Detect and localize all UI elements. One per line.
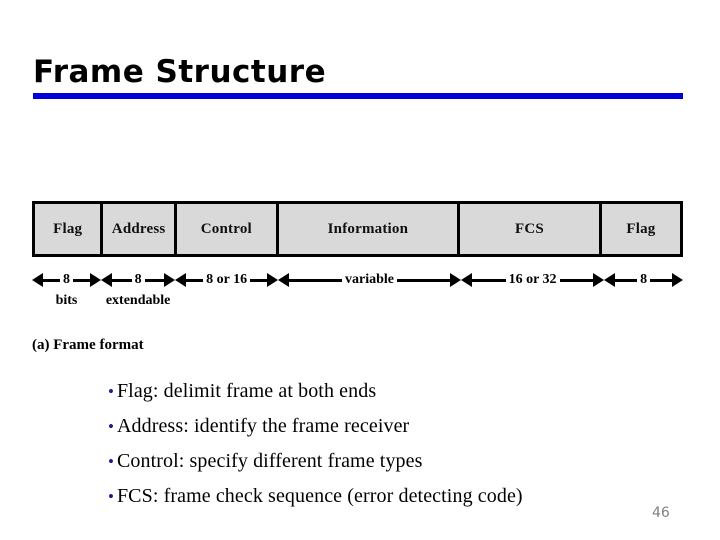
dimension-arrow-3: variable [278, 269, 461, 291]
frame-field-flag-5: Flag [601, 204, 680, 254]
arrow-head-left-icon [32, 273, 43, 287]
list-item: •Address: identify the frame receiver [108, 415, 668, 450]
dimension-note-2 [175, 293, 278, 313]
frame-dimension-notes: bits extendable [32, 293, 683, 313]
arrow-head-left-icon [175, 273, 187, 287]
frame-field-label: Information [327, 220, 409, 237]
frame-field-label: Address [111, 220, 166, 237]
bullet-marker-icon: • [108, 452, 114, 471]
arrow-head-left-icon [278, 273, 290, 287]
list-item: •Flag: delimit frame at both ends [108, 380, 668, 415]
arrow-head-right-icon [90, 273, 101, 287]
arrow-head-right-icon [593, 273, 605, 287]
dimension-note-5 [604, 293, 683, 313]
dimension-note-label: extendable [105, 293, 171, 308]
arrow-head-left-icon [101, 273, 112, 287]
dimension-label: 8 or 16 [203, 273, 251, 287]
dimension-note-1: extendable [101, 293, 175, 313]
dimension-note-0: bits [32, 293, 101, 313]
frame-field-information-3: Information [278, 204, 461, 254]
list-item-text: Address: identify the frame receiver [116, 415, 410, 437]
dimension-arrow-4: 16 or 32 [460, 269, 605, 291]
frame-field-label: Control [200, 220, 252, 237]
frame-field-label: Flag [626, 220, 656, 237]
arrow-head-left-icon [460, 273, 472, 287]
page-number: 46 [652, 505, 670, 521]
bullet-marker-icon: • [108, 382, 114, 401]
dimension-label: 8 [60, 273, 73, 287]
dimension-label: 8 [131, 273, 145, 287]
dimension-arrow-0: 8 [32, 269, 101, 291]
frame-dimension-arrows: 8 8 8 or 16 variable 16 or 32 8 [32, 269, 683, 291]
arrow-head-right-icon [164, 273, 176, 287]
arrow-head-right-icon [449, 273, 461, 287]
list-item-text: Flag: delimit frame at both ends [116, 380, 377, 402]
bullet-marker-icon: • [108, 417, 114, 436]
dimension-label: 8 [637, 273, 651, 287]
frame-field-control-2: Control [176, 204, 279, 254]
dimension-note-4 [461, 293, 604, 313]
page-title: Frame Structure [33, 54, 327, 90]
bullet-list: •Flag: delimit frame at both ends•Addres… [108, 380, 668, 520]
dimension-note-label: bits [55, 293, 78, 308]
dimension-arrow-2: 8 or 16 [175, 269, 279, 291]
list-item: •FCS: frame check sequence (error detect… [108, 485, 668, 520]
dimension-arrow-1: 8 [101, 269, 176, 291]
dimension-label: 16 or 32 [505, 273, 560, 287]
frame-field-label: FCS [514, 220, 544, 237]
frame-field-flag-0: Flag [35, 204, 104, 254]
frame-field-address-1: Address [103, 204, 177, 254]
dimension-arrow-5: 8 [604, 269, 683, 291]
arrow-head-right-icon [671, 273, 683, 287]
dimension-note-3 [278, 293, 461, 313]
dimension-label: variable [342, 273, 397, 287]
diagram-caption: (a) Frame format [32, 337, 144, 353]
arrow-head-right-icon [267, 273, 279, 287]
frame-field-fcs-4: FCS [460, 204, 602, 254]
title-underline-rule [33, 93, 683, 99]
arrow-head-left-icon [604, 273, 616, 287]
list-item-text: Control: specify different frame types [116, 450, 423, 472]
frame-field-label: Flag [53, 220, 83, 237]
frame-field-table: Flag Address Control Information FCS Flag [32, 201, 683, 257]
bullet-marker-icon: • [108, 487, 114, 506]
list-item-text: FCS: frame check sequence (error detecti… [116, 485, 523, 507]
list-item: •Control: specify different frame types [108, 450, 668, 485]
